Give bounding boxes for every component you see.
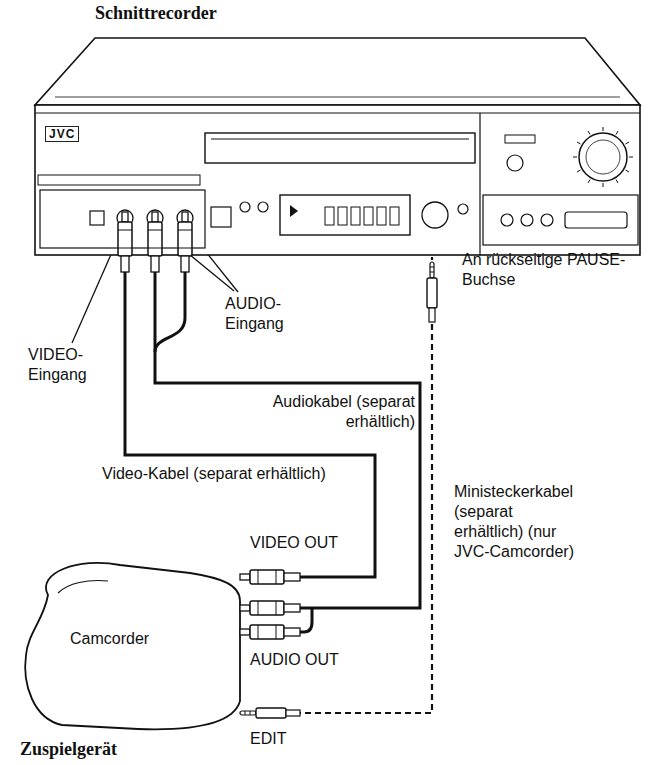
rca-jack [117,210,133,226]
dial-tick [616,180,618,183]
camcorder-outline: CamcorderZuspielgerät [18,553,245,735]
dial-tick [603,183,604,187]
dial-tick [588,180,590,183]
cassette-flap [211,139,469,140]
cassette-slot [205,133,475,163]
cable-label: Ministeckerkabel (separat erhältlich) (n… [452,482,586,562]
button [458,204,468,214]
dial [586,140,620,174]
mini-plug [240,708,300,718]
jog-button [422,202,448,228]
jack-panel [40,190,205,248]
dial-tick [588,131,590,134]
dial-tick [577,142,580,144]
flap [483,195,638,245]
display-digit [338,207,347,225]
dial-tick [577,170,580,172]
mini-plug [427,262,437,322]
vcr-drawing [35,35,645,257]
button [565,212,627,228]
vcr-edge [55,97,620,98]
vcr-top [35,38,640,105]
display-digit [325,207,334,225]
cable [155,257,420,608]
display [280,195,410,235]
dial-tick [616,131,618,134]
panel-divider [479,113,480,255]
button [505,135,535,143]
note-label: An rückseitige PAUSE-Buchse [462,250,634,290]
dial-tick [603,127,604,131]
button [521,214,533,226]
rca-plug [240,570,300,584]
camcorder-body [25,563,240,729]
button [541,214,553,226]
cable-stub [300,608,312,632]
panel-slot [38,175,200,185]
dial-tick [573,157,577,158]
button [211,207,231,227]
rca-jack [177,210,193,226]
display-icon [290,205,298,217]
rca-plug [240,601,300,615]
device-heading: Zuspielgerät [20,738,117,760]
dial [579,133,627,181]
vcr-recorder: Schnittrecorder [35,35,645,257]
dial-tick [626,170,629,172]
port-label: VIDEO OUT [250,533,338,553]
button [507,155,523,171]
display-digit [351,207,360,225]
camcorder-detail [58,581,108,594]
display-digit [377,207,386,225]
display-segments [290,205,399,225]
device-name: Camcorder [70,629,149,649]
port-label: VIDEO-Eingang [28,345,110,385]
rca-jack [147,210,163,226]
display-digit [364,207,373,225]
cable-label: Audiokabel (separat erhältlich) [255,392,417,432]
button [501,214,513,226]
button [258,202,268,212]
rca-plug [240,625,300,639]
dial-tick [626,142,629,144]
vcr-front [35,105,640,255]
port-label: EDIT [250,729,286,749]
port-label: AUDIO-Eingang [225,294,311,334]
device-heading: Schnittrecorder [95,2,217,24]
button [240,202,250,212]
cable-label: Video-Kabel (separat erhältlich) [100,464,328,484]
brand-logo: JVC [45,126,79,142]
display-digit [390,207,399,225]
s-video-jack [90,211,104,225]
vcr-edge [35,113,640,114]
port-label: AUDIO OUT [250,650,339,670]
cable-stub [155,272,185,352]
dial-tick [629,157,633,158]
